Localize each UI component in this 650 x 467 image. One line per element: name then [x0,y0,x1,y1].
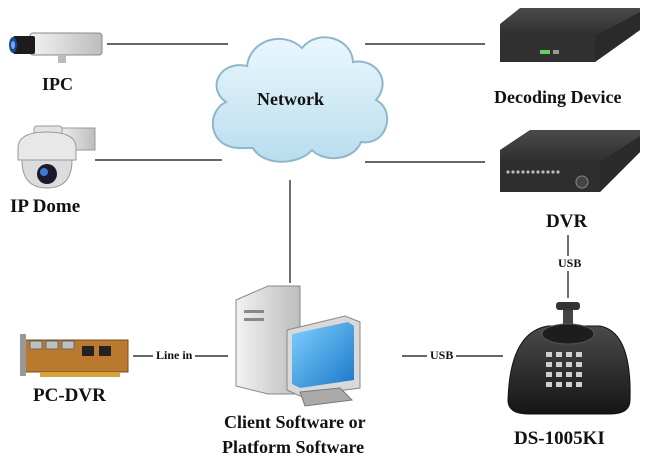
line-in-label: Line in [153,348,196,363]
dvr-icon [500,130,640,192]
usb-dvr-keyboard-label: USB [555,256,585,271]
decoding-device-label: Decoding Device [494,87,622,107]
client-software-label-line2: Platform Software [222,437,365,457]
usb-client-keyboard-label: USB [427,348,457,363]
dvr-label: DVR [546,211,588,232]
capture-card-icon [20,334,129,377]
keyboard-label: DS-1005KI [514,428,605,449]
network-label: Network [257,89,324,109]
joystick-keyboard-icon [507,302,631,415]
ip-dome-label: IP Dome [10,196,81,217]
client-software-label-line1: Client Software or [224,412,366,432]
pc-dvr-label: PC-DVR [33,385,106,406]
bullet-camera-icon [9,32,103,63]
dome-camera-icon [17,125,96,189]
cloud-icon [211,36,389,163]
computer-icon [235,285,361,407]
ipc-label: IPC [42,74,73,94]
decoder-icon [500,8,640,62]
